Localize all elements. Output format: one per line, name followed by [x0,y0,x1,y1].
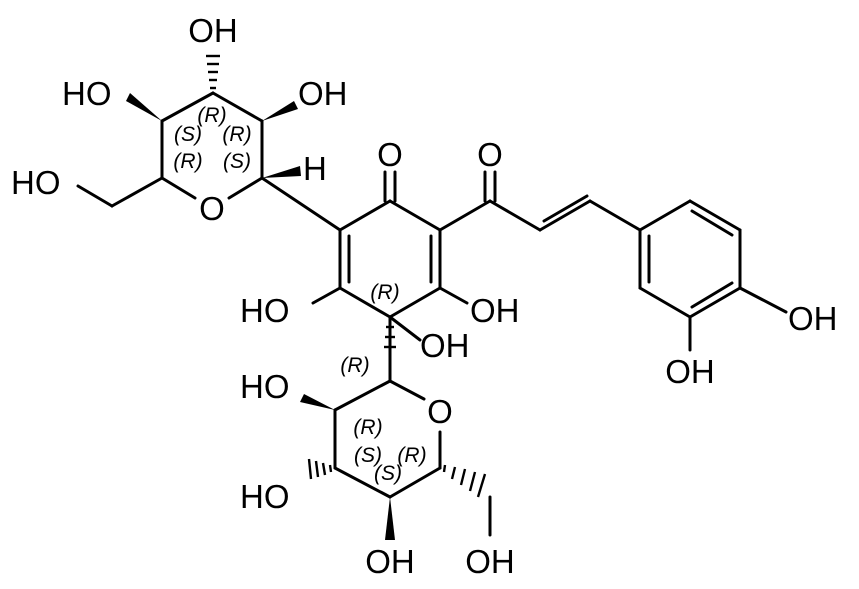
hash-bottom-sugar-c3-oh [307,458,333,480]
atom-label: OH [420,327,470,364]
bond-bottom-sugar-c3-c4 [333,466,392,499]
wedge-top-sugar-c1-h [262,166,301,178]
stereo-label: (S) [174,123,202,146]
bond-phenyl-c2-c3 [688,199,742,232]
bond-top-sugar-c6-o [76,184,114,208]
atom-label: O [377,136,403,173]
bond-ring-c4-oh [438,286,469,305]
atom-label: O [199,190,225,227]
stereo-label: (S) [374,462,402,485]
wedge-top-sugar-c4-oh [126,93,162,121]
atom-label: OH [665,353,715,390]
bond-phenyl-c2-c3-inner [690,209,734,237]
atom-label: HO [240,368,290,405]
bond-ring-c4-c5 [388,286,442,319]
atom-label: OH [188,12,238,49]
atom-label: O [427,393,453,430]
stereo-label: (R) [173,150,202,173]
atom-label: OH [470,292,520,329]
atom-label: HO [11,164,61,201]
atom-label: HO [240,292,290,329]
bond-top-sugar-c5-c6 [110,176,164,208]
bond-chain-ca-cb-double [542,194,589,223]
atom-label-layer: OH HO OH HO O H O O HO OH OH OH OH HO O … [11,12,838,580]
bond-phenyl-c5-c6 [638,286,692,319]
bond-phenyl-c4-c5 [688,286,742,319]
bond-chain-ca-cb [538,199,592,232]
atom-label: OH [465,543,515,580]
hash-ring-c5-bottom-sugar [384,325,396,349]
atom-label: H [303,150,327,187]
atom-label: HO [62,75,112,112]
bond-layer [76,91,788,537]
stereo-descriptor-layer: (R) (S) (R) (R) (S) (R) (R) (R) (S) (R) … [173,104,426,485]
bond-top-sugar-c5-o [160,176,197,200]
bond-ring-c1-c2 [338,199,392,232]
bond-bottom-sugar-c4-c5 [388,466,442,499]
wedge-top-sugar-c2-oh [262,101,298,121]
atom-label: HO [240,478,290,515]
stereo-label: (R) [222,123,251,146]
atom-label: O [477,136,503,173]
stereo-label: (S) [354,444,382,467]
atom-label: OH [788,300,838,337]
stereo-label: (S) [223,150,251,173]
bond-chain-ring-co [438,199,492,232]
bond-ring-c5-oh [388,315,422,342]
bond-phenyl-c1-c2 [638,199,692,232]
bond-top-sugar-c1-ring [260,176,342,232]
stereo-label: (R) [397,444,426,467]
bond-top-sugar-c2-c3 [211,91,264,123]
atom-label: OH [365,543,415,580]
stereo-label: (R) [340,354,369,377]
bond-bottom-sugar-o-c1 [388,379,426,401]
wedge-bottom-sugar-c2-oh [300,394,335,410]
bond-top-sugar-o-c1 [227,176,264,200]
bond-bottom-sugar-c1-c2 [333,379,392,412]
bond-phenyl-c4-oh [738,286,788,314]
stereo-bond-layer [126,54,487,540]
bond-ring-c2-c3 [388,199,442,232]
bond-phenyl-c4-c5-inner [690,281,734,309]
hash-bottom-sugar-c5-c6 [442,464,487,498]
bond-ring-c5-c6 [338,286,392,319]
atom-label: OH [298,75,348,112]
hash-top-sugar-c3-oh [206,54,220,90]
bond-ring-c6-oh [311,286,342,305]
stereo-label: (R) [353,416,382,439]
bond-top-sugar-c3-c4 [160,91,215,123]
wedge-bottom-sugar-c4-oh [385,497,395,540]
stereo-label: (R) [370,281,399,304]
bond-chain-co-ca [488,199,542,232]
stereo-label: (R) [197,104,226,127]
bond-chain-cb-phenyl [588,199,642,232]
